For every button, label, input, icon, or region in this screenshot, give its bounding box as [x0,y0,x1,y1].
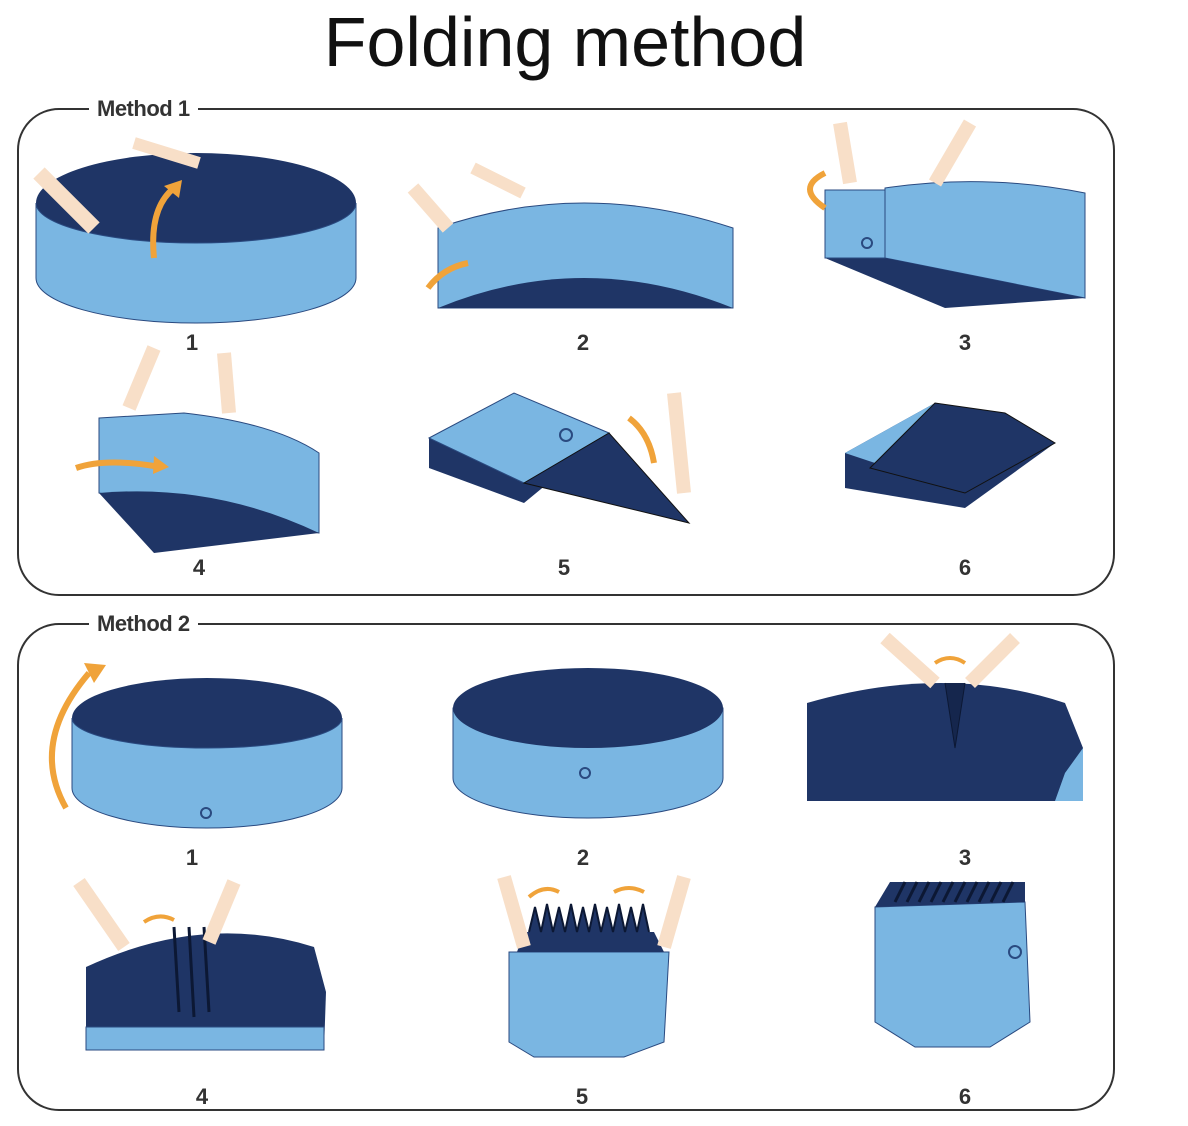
folded-pool-illustration [845,402,1056,508]
step-number: 3 [958,845,972,870]
step-number: 1 [185,330,199,355]
step-number: 6 [958,1084,972,1109]
step-number: 4 [192,555,206,580]
step-number: 4 [195,1084,209,1109]
method-2-label: Method 2 [89,611,198,637]
step-number: 1 [185,845,199,870]
step-number: 5 [575,1084,589,1109]
method-2-step-2: 2 [403,633,763,873]
open-pool-illustration [33,137,357,324]
method-1-step-5: 5 [394,343,754,583]
method-2-step-5: 5 [399,872,759,1112]
method-2-step-3: 3 [785,633,1145,873]
open-pool-illustration [48,663,343,829]
step-number: 5 [557,555,571,580]
pleating-pool-illustration [73,878,326,1051]
folded-stack-illustration [427,392,691,524]
method-2-panel: Method 2 [17,611,1115,1111]
step-number: 6 [958,555,972,580]
method-1-step-1: 1 [14,118,374,358]
folding-wall-illustration [807,119,1086,308]
step-number: 2 [576,330,590,355]
pinching-pool-illustration [807,633,1083,801]
method-2-step-6: 6 [785,872,1145,1112]
method-1-step-2: 2 [403,118,763,358]
method-1-step-4: 4 [14,343,374,583]
page-title: Folding method [323,3,807,81]
gathering-pool-illustration [497,875,691,1058]
method-2-step-4: 4 [14,872,374,1112]
folding-wall-illustration [74,345,320,553]
partially-folded-pool-illustration [407,162,734,309]
folded-pool-illustration [874,881,1031,1048]
method-1-step-6: 6 [785,343,1145,583]
step-number: 3 [958,330,972,355]
method-1-panel: Method 1 [17,96,1115,596]
inverted-pool-illustration [452,668,724,819]
step-number: 2 [576,845,590,870]
method-1-step-3: 3 [785,118,1145,358]
method-2-step-1: 1 [14,633,374,873]
method-1-label: Method 1 [89,96,198,122]
